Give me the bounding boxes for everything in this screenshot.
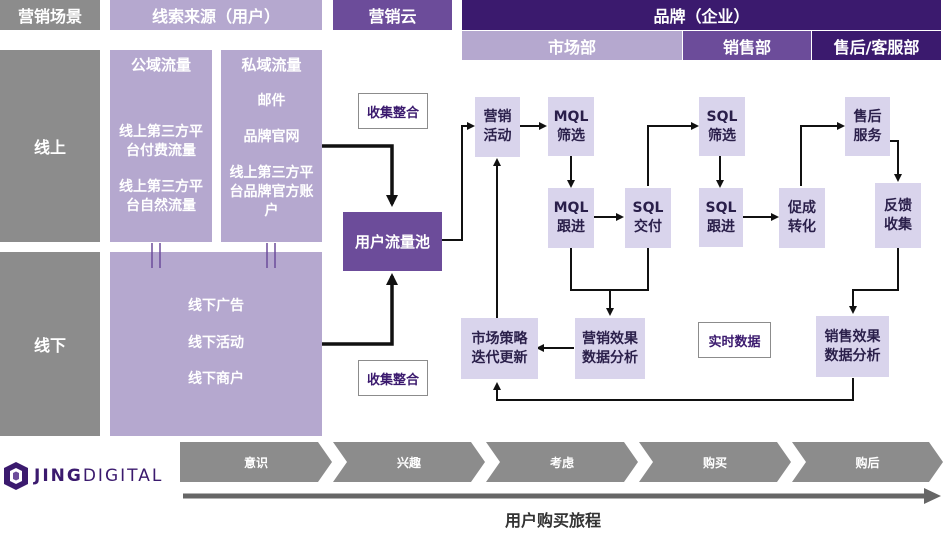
node-promote-conversion: 促成 转化	[779, 188, 825, 248]
public-traffic-paid: 线上第三方平台付费流量	[119, 124, 203, 159]
logo-text-bold: JING	[34, 466, 83, 486]
header-source: 线索来源（用户）	[110, 0, 322, 30]
node-strategy-update: 市场策略 迭代更新	[461, 318, 538, 379]
collect-integrate-top: 收集整合	[358, 93, 428, 129]
node-marketing-activity: 营销 活动	[475, 97, 520, 157]
user-traffic-pool: 用户流量池	[343, 212, 442, 271]
offline-ads: 线下广告	[188, 298, 244, 314]
offline-traffic-box: 线下广告 线下活动 线下商户	[110, 252, 322, 436]
user-purchase-journey-label: 用户购买旅程	[504, 511, 601, 530]
side-offline: 线下	[0, 252, 100, 436]
header-cloud: 营销云	[333, 0, 452, 30]
private-traffic-box: 私域流量 邮件 品牌官网 线上第三方平台品牌官方账户	[221, 50, 322, 242]
stage-post-purchase: 购后	[792, 442, 943, 482]
node-mql-filter: MQL 筛选	[548, 97, 594, 156]
jing-digital-logo-icon	[4, 462, 28, 490]
node-sales-analysis: 销售效果 数据分析	[816, 316, 889, 377]
side-online: 线上	[0, 50, 100, 242]
header-scene: 营销场景	[0, 0, 100, 30]
node-marketing-analysis: 营销效果 数据分析	[575, 318, 645, 379]
public-traffic-organic: 线上第三方平台自然流量	[119, 179, 203, 214]
public-traffic-box: 公域流量 线上第三方平台付费流量 线上第三方平台自然流量	[110, 50, 212, 242]
node-realtime-data: 实时数据	[698, 322, 771, 358]
stage-interest: 兴趣	[333, 442, 485, 482]
stage-purchase: 购买	[639, 442, 791, 482]
header-sales: 销售部	[683, 31, 811, 60]
header-service: 售后/客服部	[812, 31, 941, 60]
node-sql-deliver: SQL 交付	[625, 188, 671, 248]
node-sql-filter: SQL 筛选	[699, 97, 745, 156]
logo-text-light: DIGITAL	[82, 466, 164, 486]
private-traffic-website: 品牌官网	[243, 129, 300, 145]
header-brand: 品牌（企业）	[462, 0, 941, 30]
node-after-sales: 售后 服务	[845, 97, 890, 156]
node-mql-follow: MQL 跟进	[548, 188, 594, 248]
private-traffic-email: 邮件	[257, 93, 286, 109]
stage-consideration: 考虑	[486, 442, 638, 482]
public-traffic-title: 公域流量	[130, 56, 191, 74]
jing-digital-logo-text: JINGDIGITAL	[34, 466, 163, 486]
private-traffic-title: 私域流量	[241, 56, 302, 74]
stage-awareness: 意识	[180, 442, 332, 482]
node-sql-follow: SQL 跟进	[699, 188, 743, 247]
collect-integrate-bottom: 收集整合	[358, 360, 428, 396]
offline-events: 线下活动	[188, 335, 244, 351]
node-feedback-collect: 反馈 收集	[875, 183, 921, 248]
private-traffic-official-account: 线上第三方平台品牌官方账户	[229, 165, 314, 219]
header-market: 市场部	[462, 31, 682, 60]
offline-merchants: 线下商户	[188, 371, 244, 387]
